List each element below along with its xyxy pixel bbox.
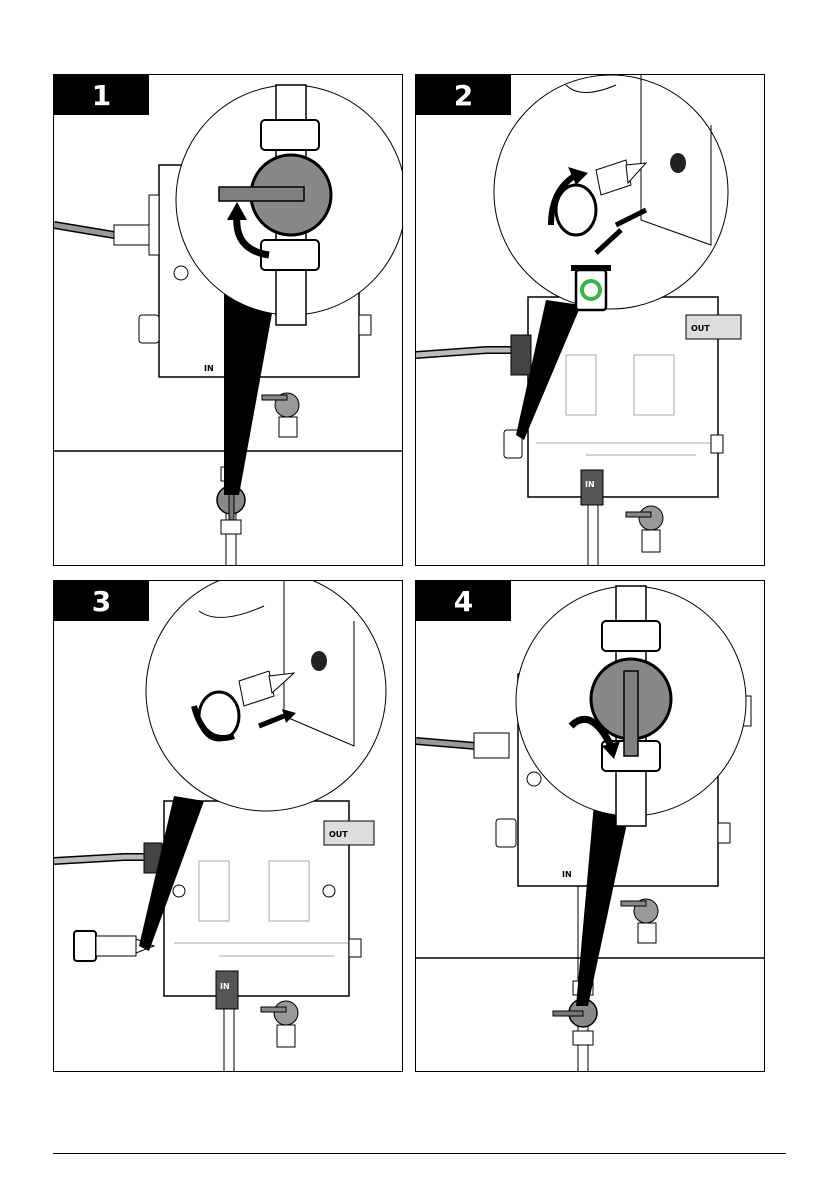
recycle-bin-icon xyxy=(571,265,611,312)
valve-close-diagram: IN xyxy=(416,585,764,1071)
step-4-illustration: 4 IN xyxy=(415,580,765,1072)
install-part-diagram: OUT IN xyxy=(54,581,387,1071)
step-number: 3 xyxy=(54,581,149,621)
step-3-illustration: 3 OUT IN xyxy=(53,580,403,1072)
rotate-arrow-icon xyxy=(233,214,270,259)
outlet-label: OUT xyxy=(691,324,710,333)
step-number: 2 xyxy=(416,75,511,115)
rotate-arrow-icon xyxy=(548,172,578,226)
remove-arrow-icon xyxy=(594,207,648,255)
valve-handle xyxy=(218,186,305,202)
step-2-illustration: 2 OUT IN xyxy=(415,74,765,566)
inlet-label: IN xyxy=(585,480,595,489)
remove-part-diagram: OUT IN xyxy=(416,75,742,565)
valve-handle xyxy=(623,670,639,757)
footer-rule xyxy=(53,1153,786,1154)
step-number: 4 xyxy=(416,581,511,621)
rotate-arrow-icon xyxy=(191,705,235,741)
outlet-label: OUT xyxy=(329,830,348,839)
inlet-label: IN xyxy=(562,870,572,879)
insert-arrow-icon xyxy=(258,713,285,729)
inlet-label: IN xyxy=(204,364,214,373)
step-1-illustration: 1 IN xyxy=(53,74,403,566)
valve-open-diagram: IN xyxy=(54,84,402,565)
step-number: 1 xyxy=(54,75,149,115)
inlet-label: IN xyxy=(220,982,230,991)
rotate-arrow-icon xyxy=(568,715,615,748)
